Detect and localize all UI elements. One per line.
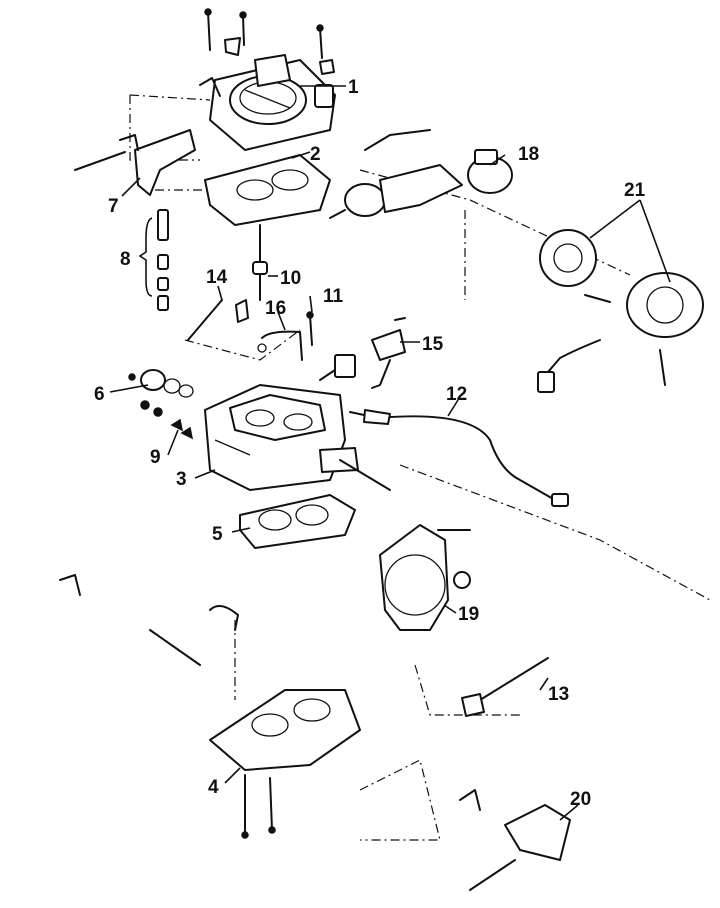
needle-valve-parts: [252, 224, 268, 301]
wire-harness: [349, 409, 569, 507]
choke-pulldown-diaphragm: [329, 129, 513, 219]
top-gasket: [204, 154, 331, 226]
throttle-linkage: [59, 574, 239, 666]
callout-9: 9: [150, 447, 161, 468]
air-horn-top-cover: [199, 54, 336, 151]
carburetor-body: [204, 384, 391, 491]
callout-21: 21: [624, 180, 646, 201]
pump-cover: [379, 524, 471, 631]
jets-assembly: [157, 209, 169, 311]
plug-screws: [140, 400, 194, 440]
callout-5: 5: [212, 524, 223, 545]
callout-11: 11: [323, 286, 344, 307]
callout-10: 10: [280, 268, 301, 289]
accelerator-pump: [128, 369, 194, 398]
callout-4: 4: [208, 777, 219, 798]
callout-2: 2: [310, 144, 321, 165]
callout-20: 20: [570, 789, 591, 810]
top-screws: [204, 8, 335, 75]
throttle-bracket: [371, 317, 406, 389]
callout-13: 13: [548, 684, 569, 705]
callout-14: 14: [206, 267, 228, 288]
callout-7: 7: [108, 196, 119, 217]
mixture-screw: [306, 311, 314, 346]
throttle-body: [209, 689, 361, 839]
callout-8: 8: [120, 249, 131, 270]
pump-rod: [257, 330, 303, 361]
callout-19: 19: [458, 604, 479, 625]
pump-lever-screw: [187, 299, 249, 341]
fuel-cut-solenoid: [461, 657, 549, 717]
callout-leaders: [109, 85, 671, 821]
callout-18: 18: [518, 144, 539, 165]
callout-12: 12: [446, 384, 467, 405]
callout-3: 3: [176, 469, 187, 490]
dashpot-small: [319, 354, 356, 381]
callout-6: 6: [94, 384, 105, 405]
throttle-lever: [459, 789, 571, 891]
base-gasket: [239, 494, 356, 549]
choke-bracket: [74, 129, 196, 196]
callout-1: 1: [348, 77, 359, 98]
callout-15: 15: [422, 334, 444, 355]
callout-16: 16: [265, 298, 286, 319]
choke-thermostat-housing: [537, 229, 704, 393]
callout-labels: 1 2 3 4 5 6 7 8 9 10 11 12 13 14 15 16 1…: [94, 77, 646, 810]
